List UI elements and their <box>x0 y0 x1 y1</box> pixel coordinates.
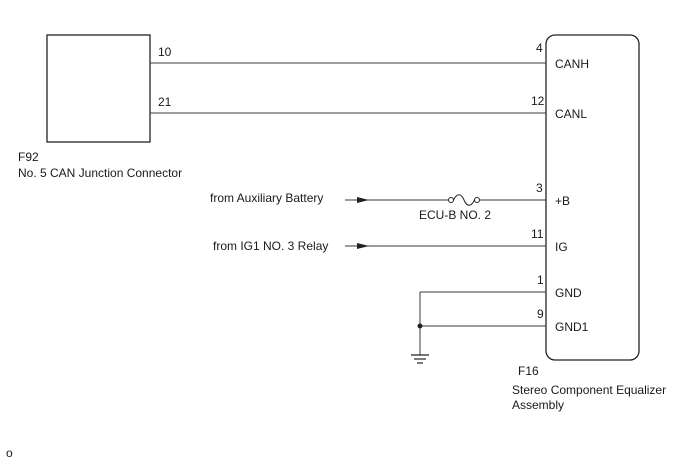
f16-pin-canh: 4 <box>536 41 543 55</box>
can-junction-connector-box <box>46 34 151 143</box>
ground-icon <box>411 354 429 364</box>
connector-f92-code: F92 <box>18 150 39 164</box>
f16-pin-gnd: 1 <box>537 273 544 287</box>
f16-pin-canl: 12 <box>531 94 545 108</box>
connector-f92-name: No. 5 CAN Junction Connector <box>18 166 182 180</box>
ground-junction-dot <box>417 323 423 329</box>
f92-pin-canl: 21 <box>158 95 172 109</box>
terminal-label-ig: IG <box>555 240 568 254</box>
terminal-label-canh: CANH <box>555 57 589 71</box>
f92-pin-canh: 10 <box>158 45 172 59</box>
equalizer-assembly-box <box>545 34 640 361</box>
source-ig1-relay: from IG1 NO. 3 Relay <box>213 239 328 253</box>
fuse-label: ECU-B NO. 2 <box>419 208 491 222</box>
terminal-label-gnd: GND <box>555 286 582 300</box>
f16-pin-b: 3 <box>536 181 543 195</box>
source-auxiliary-battery: from Auxiliary Battery <box>210 191 323 205</box>
fuse-icon <box>448 194 480 206</box>
corner-mark: o <box>6 446 13 460</box>
ig-arrow-icon <box>357 243 369 249</box>
unit-f16-name-line2: Assembly <box>512 398 564 412</box>
terminal-label-canl: CANL <box>555 107 587 121</box>
f16-pin-ig: 11 <box>531 227 544 241</box>
terminal-label-b: +B <box>555 194 570 208</box>
battery-arrow-icon <box>357 197 369 203</box>
terminal-label-gnd1: GND1 <box>555 320 589 334</box>
unit-f16-code: F16 <box>518 364 539 378</box>
f16-pin-gnd1: 9 <box>537 307 544 321</box>
unit-f16-name-line1: Stereo Component Equalizer <box>512 383 666 397</box>
